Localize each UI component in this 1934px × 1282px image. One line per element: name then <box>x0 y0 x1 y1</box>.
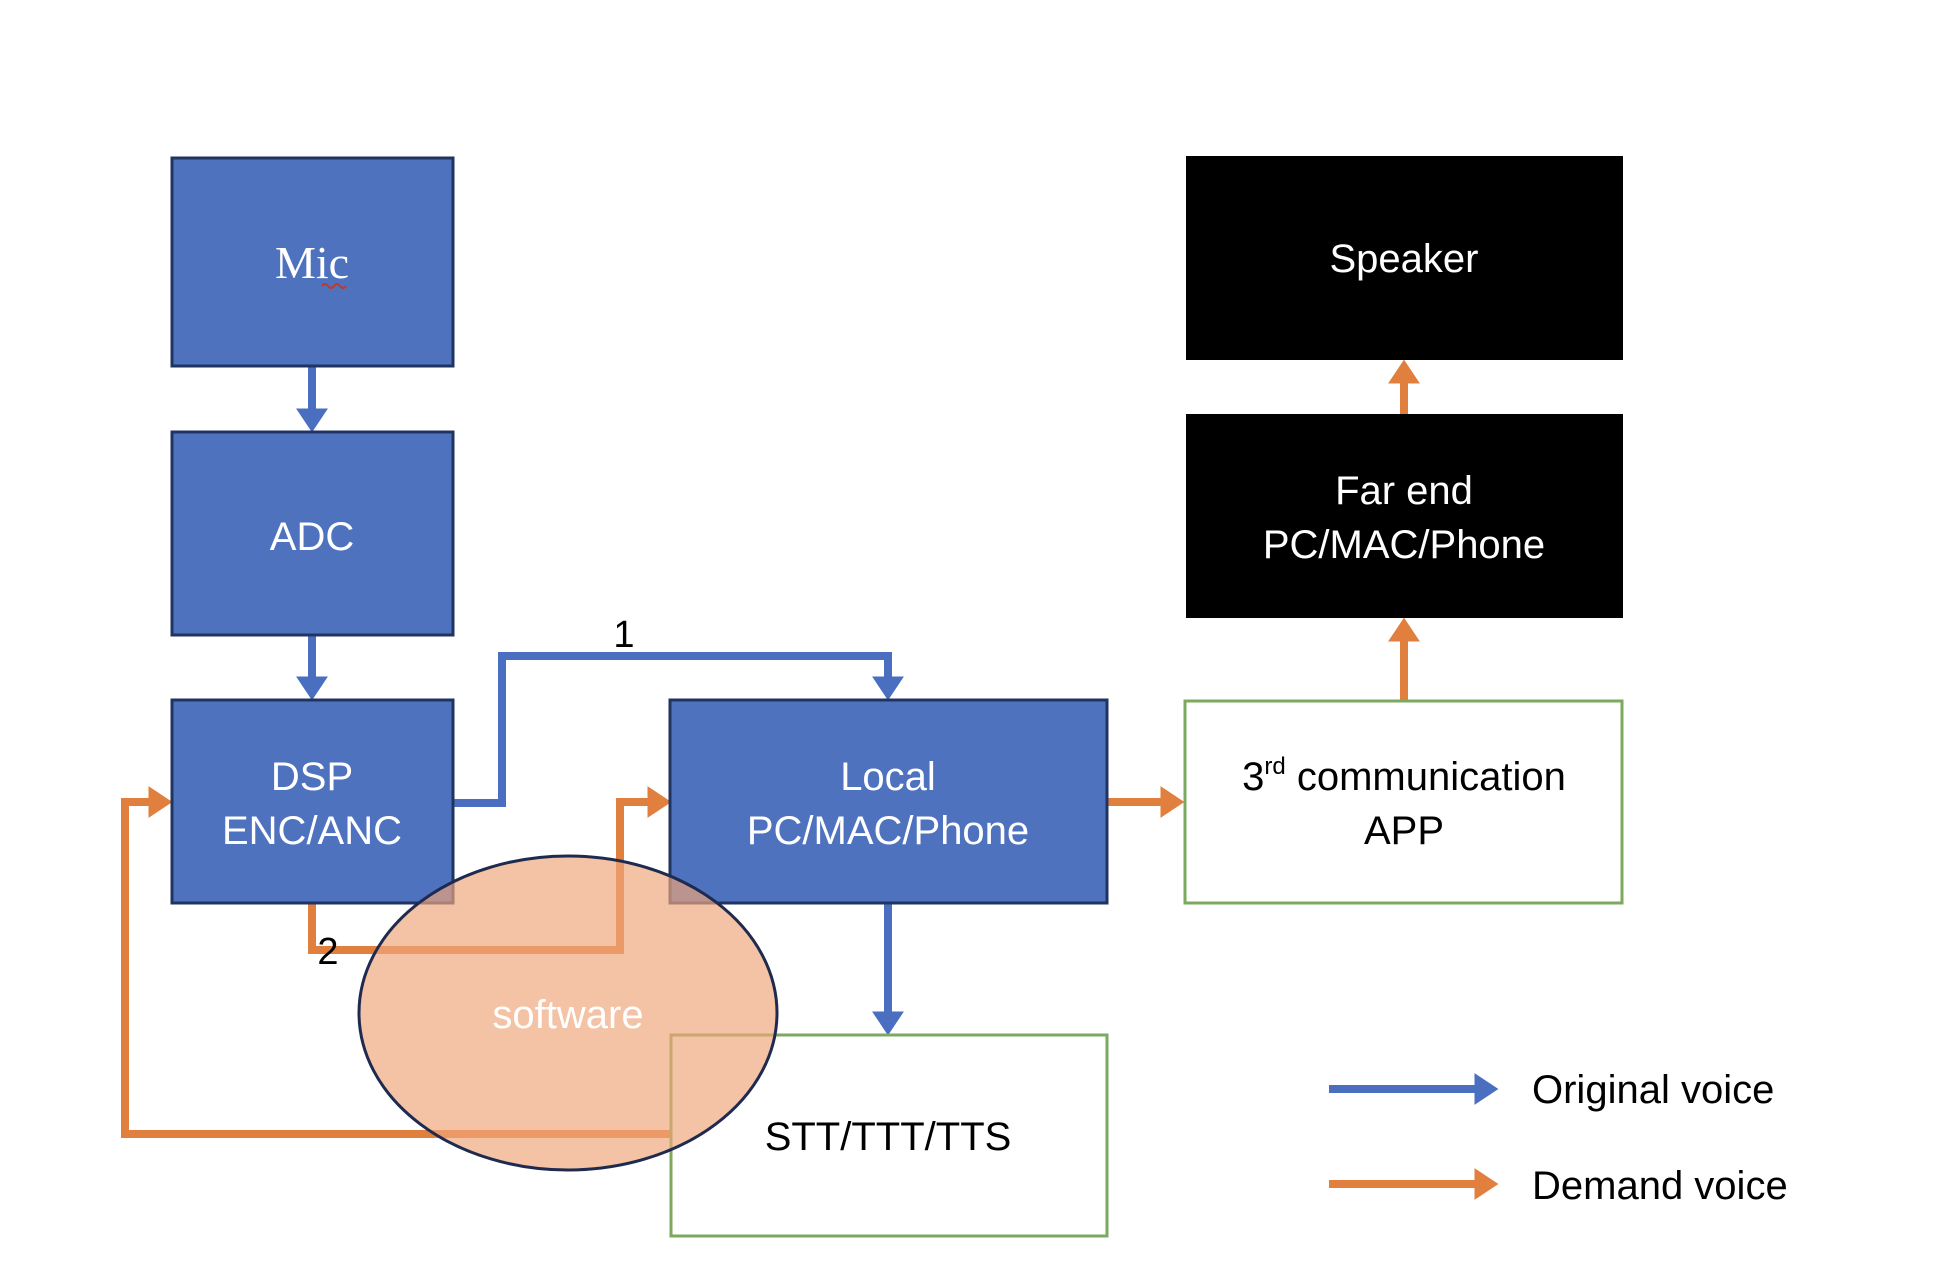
mic-label: Mic <box>275 237 349 288</box>
node-dsp[interactable]: DSP ENC/ANC <box>170 698 455 905</box>
node-speaker[interactable]: Speaker <box>1186 156 1623 360</box>
node-local[interactable]: Local PC/MAC/Phone <box>668 698 1109 905</box>
app-label-ordinal: 3 <box>1242 755 1264 799</box>
dsp-label-line2: ENC/ANC <box>222 809 402 853</box>
arrow-path1-dsp-to-local <box>453 652 904 807</box>
speaker-label: Speaker <box>1330 237 1479 281</box>
spellcheck-squiggle <box>321 283 347 289</box>
node-adc[interactable]: ADC <box>170 430 455 637</box>
app-label-rest: communication <box>1286 755 1566 799</box>
node-software[interactable]: software <box>357 854 779 1172</box>
legend-label-demand: Demand voice <box>1532 1164 1788 1208</box>
far-end-label-line1: Far end <box>1335 469 1473 513</box>
legend-label-original: Original voice <box>1532 1068 1774 1112</box>
legend-item-demand-voice: Demand voice <box>1329 1164 1788 1208</box>
path1-label: 1 <box>613 614 634 656</box>
far-end-label-line2: PC/MAC/Phone <box>1263 523 1545 567</box>
dsp-label-line1: DSP <box>271 755 353 799</box>
app-label-line2: APP <box>1364 809 1444 853</box>
app-label-line1: 3rd communication <box>1242 753 1566 799</box>
arrow-stt-to-dsp <box>121 786 671 1138</box>
node-communication-app[interactable]: 3rd communication APP <box>1183 699 1624 905</box>
path2-label: 2 <box>317 931 338 973</box>
local-label-line1: Local <box>840 755 936 799</box>
local-label-line2: PC/MAC/Phone <box>747 809 1029 853</box>
app-label-superscript: rd <box>1264 753 1285 780</box>
adc-label: ADC <box>270 515 354 559</box>
node-far-end[interactable]: Far end PC/MAC/Phone <box>1186 414 1623 618</box>
software-label: software <box>492 993 643 1037</box>
stt-label: STT/TTT/TTS <box>765 1115 1012 1159</box>
legend: Original voice Demand voice <box>1329 1068 1788 1208</box>
legend-item-original-voice: Original voice <box>1329 1068 1774 1112</box>
node-mic[interactable]: Mic <box>170 156 455 368</box>
